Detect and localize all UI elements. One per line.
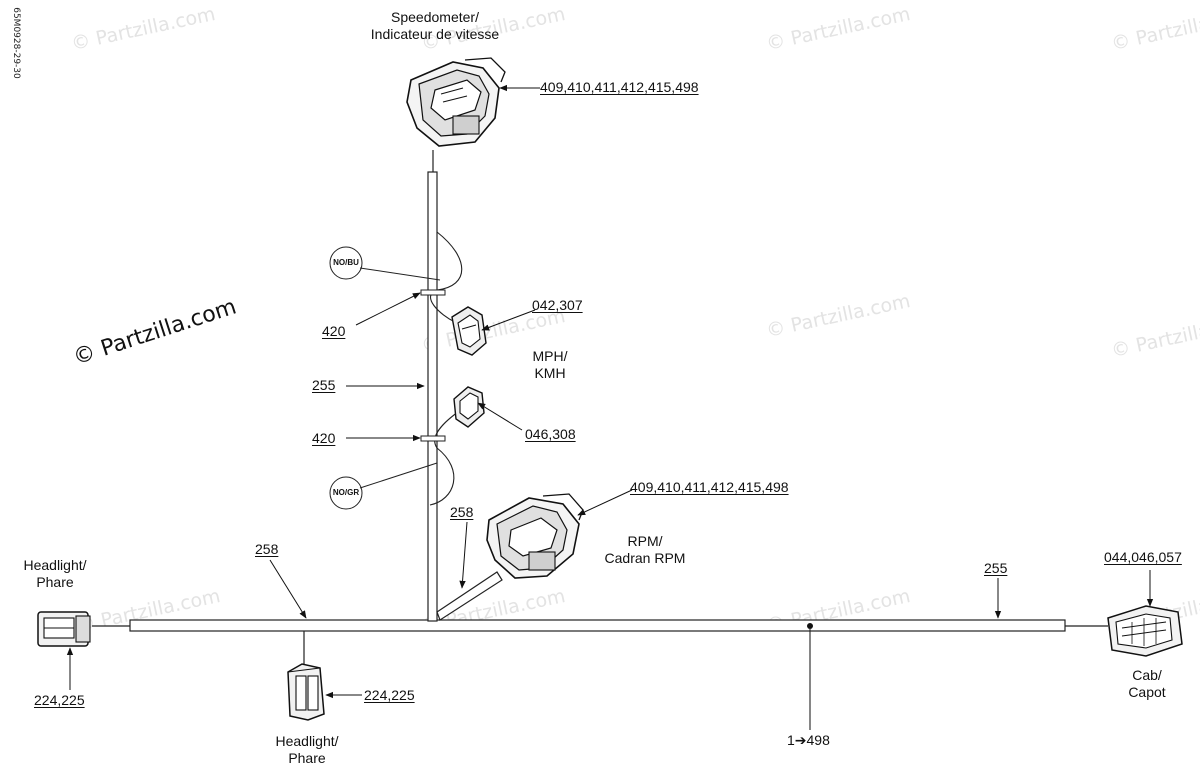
part-mph-conn-bottom: 046,308	[525, 426, 576, 442]
label-headlight-bottom-line1: Headlight/	[275, 733, 339, 749]
tag-circle-nobu	[329, 246, 363, 280]
tag-leader-nobu	[359, 267, 441, 281]
label-cab-line2: Capot	[1128, 684, 1166, 700]
label-cab: Cab/ Capot	[1112, 667, 1182, 701]
tag-leader-nogr	[359, 462, 438, 489]
part-harness-left: 258	[255, 541, 279, 557]
mph-connector-top-icon	[451, 306, 487, 356]
label-mph-line2: KMH	[534, 365, 566, 381]
leader-lines	[66, 84, 1154, 699]
part-speedo-conn: 409,410,411,412,415,498	[540, 79, 699, 95]
clamp-bottom	[420, 435, 446, 442]
label-headlight-bottom: Headlight/ Phare	[262, 733, 352, 767]
part-clamp-bottom: 420	[312, 430, 336, 446]
part-harness-right: 255	[984, 560, 1008, 576]
label-headlight-left-line2: Phare	[36, 574, 74, 590]
clamp-top	[420, 289, 446, 296]
wire-loop-top	[429, 231, 463, 323]
harness-branch-rpm	[436, 571, 503, 621]
label-rpm-line1: RPM/	[627, 533, 663, 549]
tag-circle-nogr	[329, 476, 363, 510]
part-rpm-branch: 258	[450, 504, 474, 520]
label-rpm-line2: Cadran RPM	[604, 550, 686, 566]
label-headlight-left: Headlight/ Phare	[10, 557, 100, 591]
harness-vertical	[427, 171, 438, 622]
headlight-bottom-connector-icon	[287, 663, 325, 721]
headlight-left-connector-icon	[37, 611, 91, 647]
label-rpm: RPM/ Cadran RPM	[585, 533, 705, 567]
harness-horizontal	[129, 619, 1066, 632]
label-mph-line1: MPH/	[532, 348, 568, 364]
label-mph: MPH/ KMH	[520, 348, 580, 382]
part-splice: 1➔498	[787, 732, 830, 748]
part-cab-conn: 044,046,057	[1104, 549, 1182, 565]
tag-nobu: NO/BU	[333, 258, 359, 267]
label-headlight-left-line1: Headlight/	[23, 557, 87, 573]
splice-dot	[807, 623, 813, 629]
wire-loop-bottom	[429, 411, 459, 506]
mph-connector-bottom-icon	[453, 386, 485, 428]
tag-nogr: NO/GR	[332, 488, 360, 497]
label-speedometer-line2: Indicateur de vitesse	[370, 26, 500, 42]
label-speedometer-line1: Speedometer/	[391, 9, 479, 25]
speedometer-connector-icon	[406, 57, 506, 147]
part-headlight-bottom-conn: 224,225	[364, 687, 415, 703]
label-cab-line1: Cab/	[1132, 667, 1162, 683]
label-headlight-bottom-line2: Phare	[288, 750, 326, 766]
part-mph-conn-top: 042,307	[532, 297, 583, 313]
part-rpm-conn: 409,410,411,412,415,498	[630, 479, 789, 495]
part-headlight-left-conn: 224,225	[34, 692, 85, 708]
part-harness-vertical: 255	[312, 377, 336, 393]
rpm-connector-icon	[486, 493, 584, 579]
part-clamp-top: 420	[322, 323, 346, 339]
label-speedometer: Speedometer/ Indicateur de vitesse	[350, 9, 520, 43]
cab-connector-icon	[1107, 605, 1183, 657]
